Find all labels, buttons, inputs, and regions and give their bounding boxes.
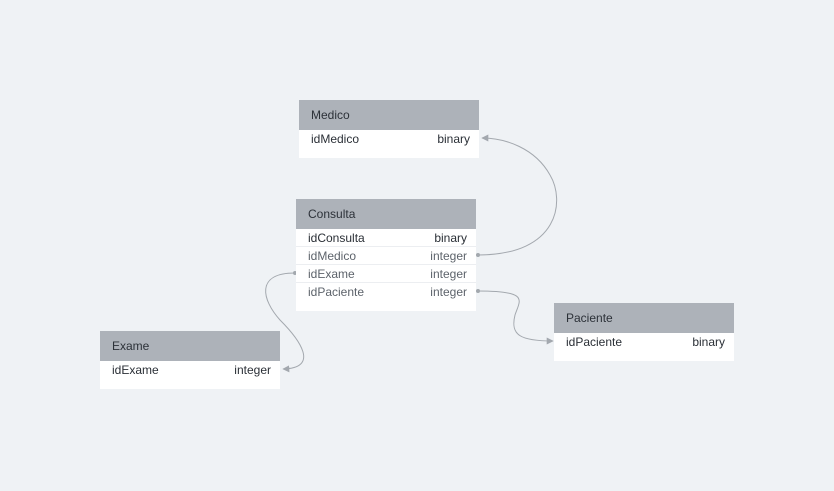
table-paciente-header[interactable]: Paciente [554, 303, 734, 333]
table-consulta-header[interactable]: Consulta [296, 199, 476, 229]
column-row[interactable]: idPaciente integer [296, 283, 476, 301]
column-type: integer [430, 285, 467, 299]
column-name: idMedico [311, 132, 360, 146]
table-medico[interactable]: Medico idMedico binary [299, 100, 479, 158]
column-type: integer [234, 363, 271, 377]
link-consulta-paciente-start [476, 289, 480, 293]
column-row[interactable]: idPaciente binary [554, 333, 734, 351]
table-medico-header[interactable]: Medico [299, 100, 479, 130]
column-row[interactable]: idMedico binary [299, 130, 479, 148]
link-consulta-paciente[interactable] [477, 290, 554, 345]
column-type: integer [430, 267, 467, 281]
column-type: integer [430, 249, 467, 263]
column-name: idPaciente [566, 335, 623, 349]
column-row[interactable]: idExame integer [296, 265, 476, 283]
column-row[interactable]: idConsulta binary [296, 229, 476, 247]
column-type: binary [692, 335, 725, 349]
column-type: binary [437, 132, 470, 146]
column-type: binary [434, 231, 467, 245]
column-name: idConsulta [308, 231, 365, 245]
table-consulta[interactable]: Consulta idConsulta binary idMedico inte… [296, 199, 476, 311]
table-exame-header[interactable]: Exame [100, 331, 280, 361]
column-row[interactable]: idMedico integer [296, 247, 476, 265]
column-row[interactable]: idExame integer [100, 361, 280, 379]
table-exame[interactable]: Exame idExame integer [100, 331, 280, 389]
column-name: idMedico [308, 249, 357, 263]
table-paciente[interactable]: Paciente idPaciente binary [554, 303, 734, 361]
link-consulta-medico-start [476, 253, 480, 257]
link-consulta-medico[interactable] [477, 134, 558, 256]
column-name: idExame [112, 363, 159, 377]
column-name: idPaciente [308, 285, 365, 299]
column-name: idExame [308, 267, 355, 281]
